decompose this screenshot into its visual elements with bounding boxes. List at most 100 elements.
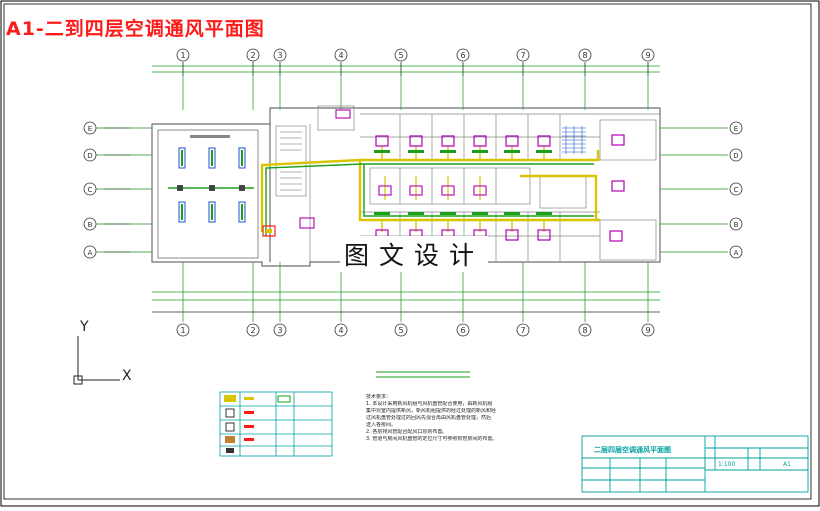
grid-bubble-label: 7 [520, 51, 525, 60]
legend-duct-sample [376, 371, 470, 378]
fan-coil-unit [505, 229, 519, 241]
diffuser [536, 212, 552, 215]
grid-bubble [83, 245, 97, 259]
diffuser [408, 212, 424, 215]
fan-coil-unit [441, 135, 455, 147]
fan-coil-unit [611, 134, 625, 146]
drawing-title: A1-二到四层空调通风平面图 [6, 18, 265, 40]
notes-line: 2. 各层排风管配合配风口原则布置。 [366, 429, 448, 435]
hall-diffusers [177, 135, 246, 223]
supply-ducts [260, 150, 600, 232]
titleblock-scale: 1:100 [718, 461, 736, 468]
grid-bubble-label: 2 [250, 326, 255, 335]
fan-coil-unit [611, 180, 625, 192]
grid-bubble [516, 323, 530, 337]
diffuser [536, 150, 552, 153]
legend-symbols [224, 395, 291, 453]
fan-coil-unit [375, 135, 389, 147]
fan-coil-unit [537, 135, 551, 147]
grid-bubble [641, 323, 655, 337]
grid-bubble-label: A [88, 249, 93, 257]
stair [280, 131, 302, 191]
grid-bubble-label: 4 [338, 51, 343, 60]
air-diffuser [238, 201, 246, 223]
air-diffuser-core [181, 204, 183, 220]
grid-bubble-label: B [734, 221, 739, 229]
technical-notes: 技术要求： 1. 本设计采用新风机组与风机盘管配合使用，由新风机组 集中对室内提… [366, 394, 576, 443]
grid-bubble [334, 48, 348, 62]
grid-bubble-label: 6 [460, 51, 465, 60]
titleblock-drawing-name: 二层四层空调通风平面图 [594, 446, 671, 454]
grid-bubble-label: 4 [338, 326, 343, 335]
grid-bubble [578, 48, 592, 62]
ucs-axis [73, 336, 120, 385]
air-diffuser [178, 147, 186, 169]
grid-bubble-label: D [87, 152, 92, 160]
grid-bubble [83, 217, 97, 231]
fan-coil-unit [473, 135, 487, 147]
grid-bubble [246, 48, 260, 62]
grid-bubble [729, 121, 743, 135]
diffuser [374, 150, 390, 153]
diffuser [374, 212, 390, 215]
grid-bubble-label: C [734, 186, 739, 194]
return-grille [209, 185, 215, 191]
grid-bubble [456, 323, 470, 337]
grid-bubble [729, 182, 743, 196]
grid-bubble [246, 323, 260, 337]
notes-title: 技术要求： [366, 394, 392, 400]
grid-bubble [394, 323, 408, 337]
notes-line: 送入各房间。 [366, 422, 397, 428]
notes-line: 过风机盘管处理过的回风先混合再由风机盘管处理，然后 [366, 415, 492, 421]
grid-bubble [334, 323, 348, 337]
grid-bubble-label: E [734, 125, 738, 133]
return-grille [177, 185, 183, 191]
grid-bubble [273, 323, 287, 337]
grid-bubble [729, 148, 743, 162]
partition [190, 135, 230, 138]
fresh-air-unit [262, 225, 276, 237]
diffuser [472, 150, 488, 153]
watermark-text: 图文设计 [340, 236, 489, 272]
air-diffuser-core [211, 150, 213, 166]
air-diffuser-core [181, 150, 183, 166]
fan-coil-unit [335, 109, 351, 119]
grid-bubble-label: 6 [460, 326, 465, 335]
air-diffuser [208, 201, 216, 223]
air-diffuser-core [211, 204, 213, 220]
diffuser [408, 150, 424, 153]
grid-bubble [456, 48, 470, 62]
air-diffuser [178, 201, 186, 223]
fan-coil-unit [441, 185, 455, 196]
grid-bubble [176, 48, 190, 62]
grid-bubble-label: B [88, 221, 93, 229]
notes-line: 集中对室内提供新风，新风机组提供的经过处理的新风和经 [366, 408, 497, 414]
grid-bubble-label: 2 [250, 51, 255, 60]
air-diffuser-core [241, 204, 243, 220]
fan-coil-unit [409, 135, 423, 147]
grid-bubble-label: 9 [645, 51, 650, 60]
axis-y-label: Y [79, 319, 89, 335]
title-block [581, 435, 809, 493]
air-diffuser [208, 147, 216, 169]
grid-bubble [516, 48, 530, 62]
fan-coil-unit [409, 185, 423, 196]
legend-table [219, 391, 333, 457]
fan-coil-unit [505, 135, 519, 147]
grid-bubble-label: 9 [645, 326, 650, 335]
top-dimension-lines [152, 65, 660, 313]
building-outline [151, 107, 661, 267]
fan-coil-unit [537, 229, 551, 241]
grid-bubble [578, 323, 592, 337]
notes-line: 1. 本设计采用新风机组与风机盘管配合使用，由新风机组 [366, 401, 493, 407]
grid-bubble [729, 217, 743, 231]
grid-bubble [394, 48, 408, 62]
grid-bubble [273, 48, 287, 62]
grid-bubble-label: 8 [582, 51, 587, 60]
grid-bubble-label: 5 [398, 51, 403, 60]
fresh-air-unit-core [266, 229, 272, 233]
